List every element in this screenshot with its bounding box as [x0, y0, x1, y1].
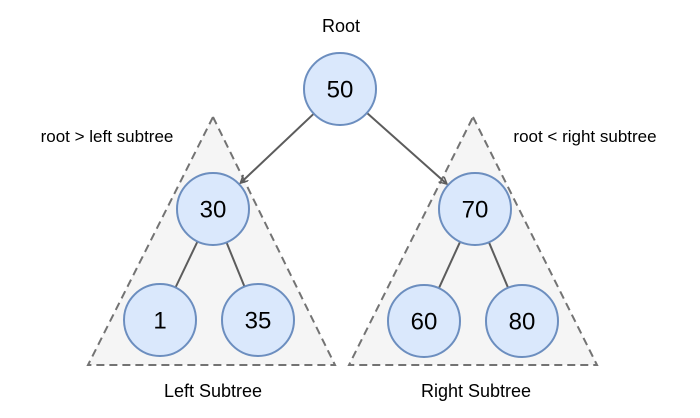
left-subtree-caption: Left Subtree: [164, 381, 262, 401]
node-30: 30: [176, 172, 250, 246]
node-30-circle: [176, 172, 250, 246]
node-80-circle: [485, 284, 559, 358]
node-35-circle: [221, 283, 295, 357]
node-1: 1: [123, 283, 197, 357]
edge-30-to-35: [225, 242, 246, 287]
node-35: 35: [221, 283, 295, 357]
edge-root-to-left-subtree: [241, 112, 315, 183]
node-50-label: 50: [327, 77, 354, 104]
node-70-label: 70: [462, 197, 489, 224]
node-50-circle: [303, 52, 377, 126]
node-80: 80: [485, 284, 559, 358]
root-title-label: Root: [322, 16, 360, 36]
node-60: 60: [387, 284, 461, 358]
node-1-circle: [123, 283, 197, 357]
node-1-label: 1: [153, 308, 166, 335]
node-50: 50: [303, 52, 377, 126]
node-80-label: 80: [509, 309, 536, 336]
node-70-circle: [438, 172, 512, 246]
node-30-label: 30: [200, 197, 227, 224]
edge-root-to-right-subtree: [366, 112, 446, 184]
node-70: 70: [438, 172, 512, 246]
edge-30-to-1: [174, 241, 199, 288]
edge-70-to-80: [487, 241, 510, 289]
right-subtree-caption: Right Subtree: [421, 381, 531, 401]
node-60-circle: [387, 284, 461, 358]
edge-70-to-60: [437, 241, 462, 289]
right-subtree-annotation: root < right subtree: [513, 127, 656, 146]
left-subtree-annotation: root > left subtree: [41, 127, 174, 146]
node-60-label: 60: [411, 309, 438, 336]
node-35-label: 35: [245, 308, 272, 335]
